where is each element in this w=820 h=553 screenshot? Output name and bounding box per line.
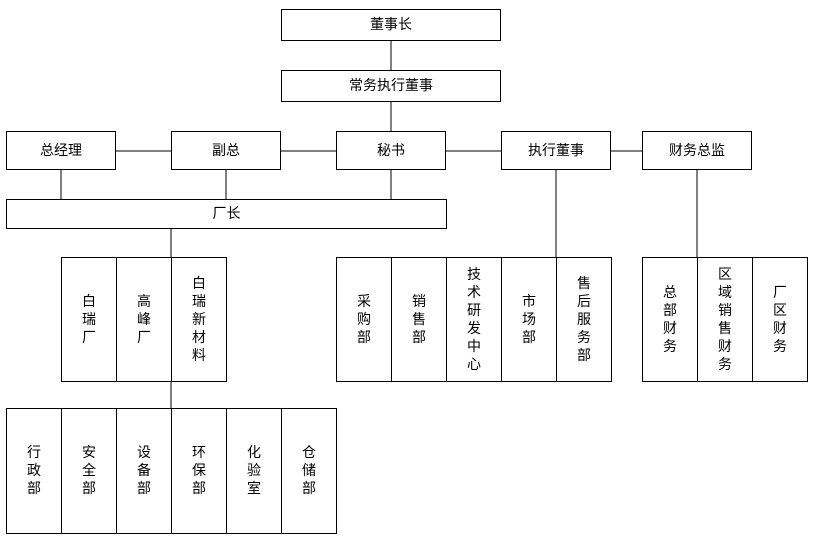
after-sales-dept-label: 售后服务部 [576,275,591,364]
sales-dept-box: 销售部 [391,257,447,382]
secretary-box: 秘书 [336,131,446,170]
gaofeng-factory-box: 高峰厂 [116,257,172,382]
hq-finance-label: 总部财务 [662,284,677,355]
warehouse-dept-box: 仓储部 [281,408,337,534]
general-manager-label: 总经理 [40,142,82,159]
chairman-label: 董事长 [370,17,412,33]
general-manager-box: 总经理 [6,131,116,170]
chairman-box: 董事长 [281,9,501,41]
deputy-general-label: 副总 [212,142,240,159]
bairui-new-materials-box: 白瑞新材料 [171,257,227,382]
purchasing-dept-label: 采购部 [356,293,371,346]
rd-center-box: 技术研发中心 [446,257,502,382]
safety-dept-box: 安全部 [61,408,117,534]
plant-finance-box: 厂区财务 [752,257,808,382]
equipment-dept-box: 设备部 [116,408,172,534]
secretary-label: 秘书 [377,142,405,159]
equipment-dept-label: 设备部 [136,445,151,497]
factory-director-box: 厂长 [6,199,447,229]
environmental-dept-label: 环保部 [191,445,206,497]
marketing-dept-label: 市场部 [521,293,536,346]
purchasing-dept-box: 采购部 [336,257,392,382]
hq-finance-box: 总部财务 [642,257,698,382]
admin-dept-box: 行政部 [6,408,62,534]
laboratory-label: 化验室 [246,445,261,497]
plant-finance-label: 厂区财务 [772,284,787,355]
bairui-factory-label: 白瑞厂 [81,293,96,346]
safety-dept-label: 安全部 [81,445,96,497]
finance-director-box: 财务总监 [642,131,752,170]
executive-director-box: 执行董事 [501,131,611,170]
environmental-dept-box: 环保部 [171,408,227,534]
finance-director-label: 财务总监 [669,142,725,159]
regional-sales-finance-box: 区域销售财务 [697,257,753,382]
bairui-factory-box: 白瑞厂 [61,257,117,382]
rd-center-label: 技术研发中心 [466,266,481,373]
factory-director-label: 厂长 [212,206,241,222]
executive-director-label: 执行董事 [528,142,584,159]
laboratory-box: 化验室 [226,408,282,534]
executive-director-standing-box: 常务执行董事 [281,70,501,102]
bairui-new-materials-label: 白瑞新材料 [191,275,206,364]
warehouse-dept-label: 仓储部 [301,445,316,497]
deputy-general-box: 副总 [171,131,281,170]
sales-dept-label: 销售部 [411,293,426,346]
executive-director-standing-label: 常务执行董事 [349,78,433,94]
gaofeng-factory-label: 高峰厂 [136,293,151,346]
after-sales-dept-box: 售后服务部 [556,257,612,382]
regional-sales-finance-label: 区域销售财务 [717,266,732,373]
admin-dept-label: 行政部 [26,445,41,497]
marketing-dept-box: 市场部 [501,257,557,382]
